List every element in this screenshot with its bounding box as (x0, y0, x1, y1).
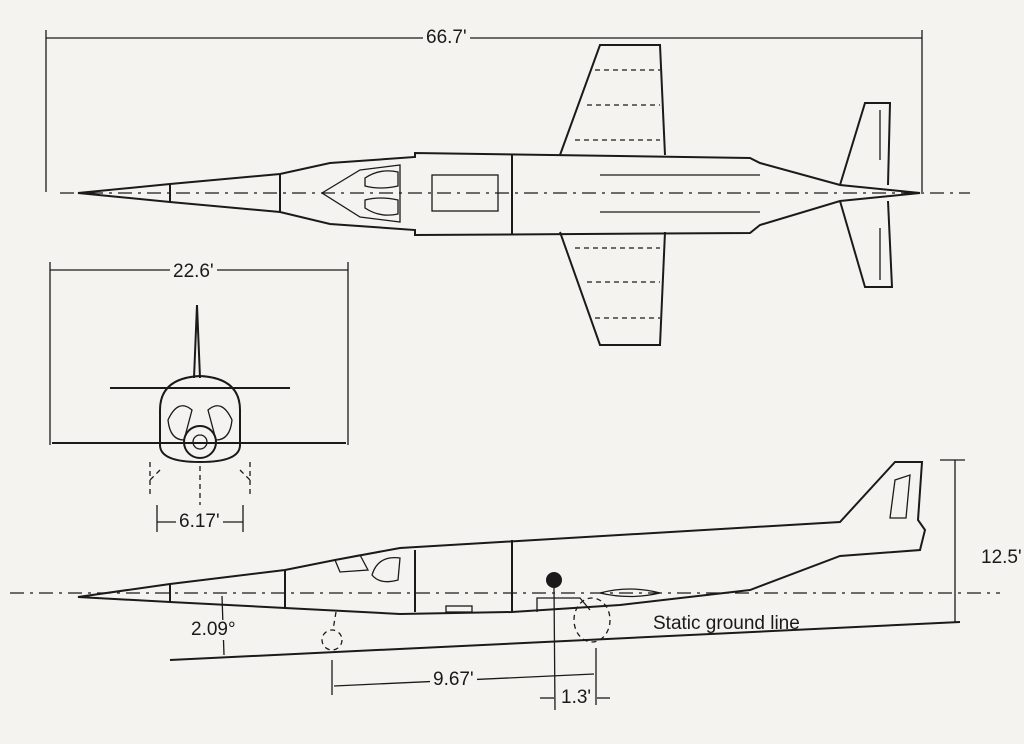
ground-angle-label: 2.09° (188, 620, 239, 640)
gear-track-label: 6.17' (176, 512, 223, 532)
cg-offset-label: 1.3' (561, 687, 592, 708)
lower-fin (839, 200, 894, 288)
overall-length-label: 66.7' (423, 28, 470, 48)
left-wing (559, 44, 666, 156)
top-view (45, 30, 970, 346)
front-view (49, 262, 349, 532)
upper-fin (839, 102, 892, 186)
ground-line-label: Static ground line (653, 613, 800, 634)
height-label: 12.5' (978, 548, 1024, 568)
right-wing (559, 231, 666, 346)
static-ground-line (169, 621, 961, 661)
wheelbase-label: 9.67' (430, 670, 477, 690)
wing-span-label: 22.6' (170, 262, 217, 282)
center-of-gravity-icon (546, 572, 562, 588)
side-view (10, 459, 1000, 711)
